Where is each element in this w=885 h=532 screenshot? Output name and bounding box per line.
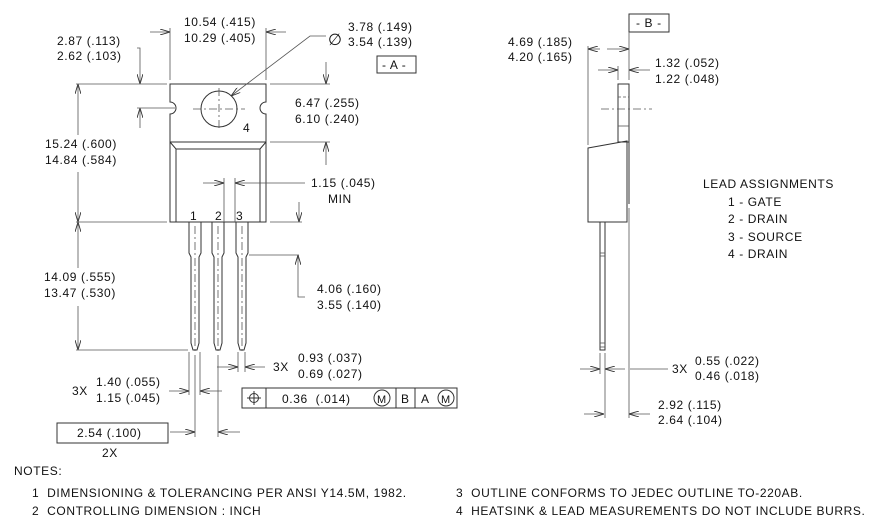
dim-tab-thickness-max: 1.32 (.052) bbox=[655, 56, 720, 70]
dim-lead-gap: 1.15 (.045) bbox=[311, 176, 376, 190]
datum-b: - B - bbox=[636, 16, 662, 30]
lead-assignments-title: LEAD ASSIGNMENTS bbox=[703, 177, 834, 191]
dim-depth-max: 4.69 (.185) bbox=[508, 35, 573, 49]
note-item: 1 DIMENSIONING & TOLERANCING PER ANSI Y1… bbox=[32, 486, 407, 500]
dim-tab-height-min: 6.10 (.240) bbox=[295, 112, 360, 126]
dim-shoulder-width-count: 3X bbox=[72, 384, 88, 398]
dim-lead-width-min: 0.69 (.027) bbox=[298, 367, 363, 381]
dim-lead-thickness-max: 0.55 (.022) bbox=[695, 354, 760, 368]
dim-hole-max: 3.78 (.149) bbox=[348, 20, 413, 34]
leads bbox=[188, 222, 249, 352]
front-view: 1 2 3 4 10.54 (.415) 10.29 (.405) 2.87 (… bbox=[44, 15, 458, 460]
fcf-tolerance: 0.36 (.014) bbox=[282, 392, 351, 406]
dim-shoulder-width-max: 1.40 (.055) bbox=[96, 375, 161, 389]
body-outline bbox=[169, 141, 267, 223]
dim-lead-width-max: 0.93 (.037) bbox=[298, 351, 363, 365]
dim-width-max: 10.54 (.415) bbox=[184, 15, 256, 29]
tab-outline bbox=[169, 83, 267, 143]
diameter-symbol: ∅ bbox=[328, 32, 343, 49]
fcf-modifier-2: M bbox=[441, 394, 450, 406]
dim-notch-max: 2.87 (.113) bbox=[57, 34, 121, 48]
dim-shoulder-max: 4.06 (.160) bbox=[317, 282, 382, 296]
dim-shoulder-width-min: 1.15 (.045) bbox=[96, 391, 161, 405]
side-body bbox=[587, 140, 628, 223]
datum-a: - A - bbox=[382, 58, 406, 72]
pin-label-3: 3 bbox=[236, 209, 243, 223]
dim-body-height-max: 15.24 (.600) bbox=[45, 137, 117, 151]
note-item: 2 CONTROLLING DIMENSION : INCH bbox=[32, 504, 261, 518]
dim-width-min: 10.29 (.405) bbox=[184, 31, 256, 45]
lead-assignment-item: 2 - DRAIN bbox=[728, 212, 788, 226]
notes-title: NOTES: bbox=[14, 464, 62, 478]
note-item: 4 HEATSINK & LEAD MEASUREMENTS DO NOT IN… bbox=[456, 504, 865, 518]
dim-lead-gap-min-label: MIN bbox=[328, 192, 352, 206]
dim-lead-offset-max: 2.92 (.115) bbox=[658, 398, 722, 412]
tab-label: 4 bbox=[243, 121, 250, 135]
dim-lead-thickness-count: 3X bbox=[672, 362, 688, 376]
dim-pitch: 2.54 (.100) bbox=[77, 426, 142, 440]
side-lead bbox=[599, 222, 606, 351]
dim-pitch-count: 2X bbox=[102, 446, 118, 460]
dim-body-height-min: 14.84 (.584) bbox=[45, 153, 117, 167]
fcf-modifier: M bbox=[377, 394, 386, 406]
dim-notch-min: 2.62 (.103) bbox=[57, 49, 122, 63]
dim-lead-width-count: 3X bbox=[273, 360, 289, 374]
pin-label-2: 2 bbox=[215, 209, 222, 223]
dim-shoulder-min: 3.55 (.140) bbox=[317, 298, 382, 312]
lead-assignment-item: 3 - SOURCE bbox=[728, 230, 803, 244]
side-tab bbox=[617, 83, 630, 143]
dim-lead-length-max: 14.09 (.555) bbox=[44, 270, 116, 284]
fcf-datum-b: B bbox=[401, 392, 410, 406]
dim-tab-height-max: 6.47 (.255) bbox=[295, 96, 360, 110]
lead-assignments: LEAD ASSIGNMENTS 1 - GATE 2 - DRAIN 3 - … bbox=[703, 177, 834, 261]
dim-hole-min: 3.54 (.139) bbox=[348, 35, 413, 49]
side-view: - B - 4.69 (.185) 4.20 (.165) 1.32 (.052… bbox=[508, 13, 760, 427]
feature-control-frame: 0.36 (.014) M B A M bbox=[241, 387, 458, 409]
dim-tab-thickness-min: 1.22 (.048) bbox=[655, 72, 720, 86]
note-item: 3 OUTLINE CONFORMS TO JEDEC OUTLINE TO-2… bbox=[456, 486, 803, 500]
notes: NOTES: 1 DIMENSIONING & TOLERANCING PER … bbox=[14, 464, 865, 518]
dim-lead-length-min: 13.47 (.530) bbox=[44, 286, 116, 300]
pin-label-1: 1 bbox=[190, 209, 197, 223]
lead-assignment-item: 4 - DRAIN bbox=[728, 247, 788, 261]
lead-assignment-item: 1 - GATE bbox=[728, 195, 782, 209]
dim-lead-thickness-min: 0.46 (.018) bbox=[695, 369, 760, 383]
position-tolerance-icon bbox=[247, 391, 261, 405]
dim-lead-offset-min: 2.64 (.104) bbox=[658, 413, 723, 427]
dim-depth-min: 4.20 (.165) bbox=[508, 50, 573, 64]
fcf-datum-a: A bbox=[421, 392, 430, 406]
